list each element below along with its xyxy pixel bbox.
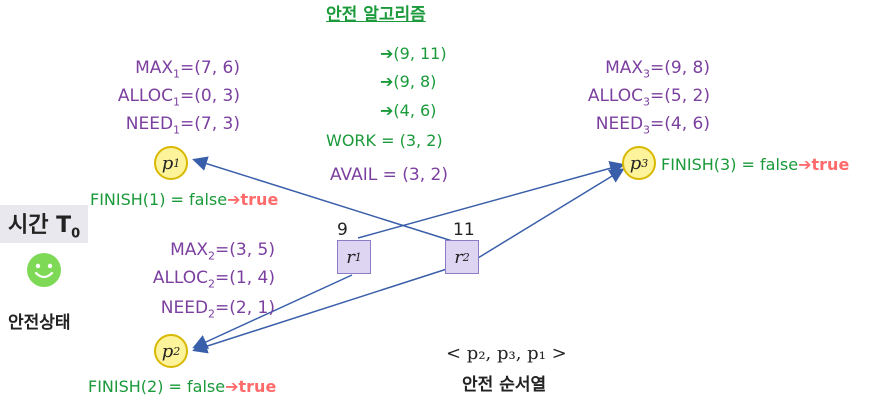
edge-r1-p2 xyxy=(192,274,353,349)
p3-finish: FINISH(3) = false➔true xyxy=(661,155,850,174)
edge-r2-p1 xyxy=(192,156,466,246)
avail-value: AVAIL = (3, 2) xyxy=(330,165,448,185)
p2-max: MAX2=(3, 5) xyxy=(170,240,275,263)
p1-max: MAX1=(7, 6) xyxy=(135,58,240,81)
state-label: 안전상태 xyxy=(8,313,71,333)
work-step-3: ➔(4, 6) xyxy=(380,101,437,120)
r2-count: 11 xyxy=(453,220,475,240)
time-label: 시간 T0 xyxy=(0,205,89,244)
safe-sequence-label: 안전 순서열 xyxy=(462,375,547,395)
p2-alloc: ALLOC2=(1, 4) xyxy=(152,268,275,291)
p1-finish: FINISH(1) = false➔true xyxy=(90,190,279,209)
p1-alloc: ALLOC1=(0, 3) xyxy=(117,86,240,109)
r1-count: 9 xyxy=(337,220,348,240)
p2-need: NEED2=(2, 1) xyxy=(160,298,275,321)
work-value: WORK = (3, 2) xyxy=(326,131,443,150)
p3-alloc: ALLOC3=(5, 2) xyxy=(587,86,710,109)
edge-r2-p3 xyxy=(477,168,625,259)
p3-need: NEED3=(4, 6) xyxy=(595,114,710,137)
work-step-2: ➔(9, 8) xyxy=(380,72,437,91)
edge-r1-p3 xyxy=(357,160,625,239)
smiley-icon xyxy=(26,252,62,292)
work-step-1: ➔(9, 11) xyxy=(380,44,447,63)
edge-r2-p2 xyxy=(192,267,451,354)
safe-sequence: < p₂, p₃, p₁ > xyxy=(446,343,567,364)
p2-finish: FINISH(2) = false➔true xyxy=(88,377,277,396)
diagram-title: 안전 알고리즘 xyxy=(326,5,426,25)
p3-max: MAX3=(9, 8) xyxy=(605,58,710,81)
p1-need: NEED1=(7, 3) xyxy=(125,114,240,137)
